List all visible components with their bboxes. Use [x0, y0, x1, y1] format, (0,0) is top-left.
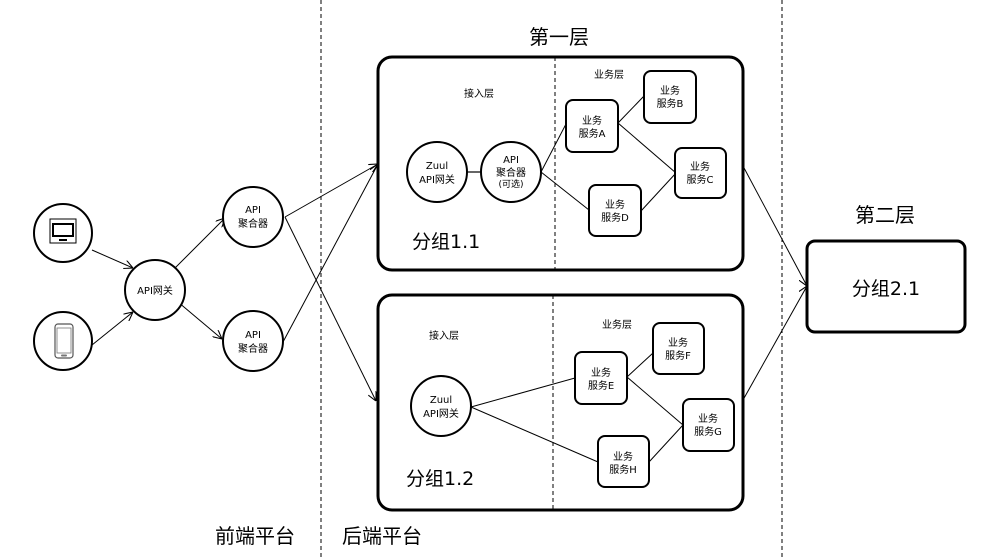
edge-group12-group21 [742, 286, 807, 401]
zuul-gateway: Zuul API网关 [410, 375, 472, 437]
aggregator-label: API [503, 155, 519, 166]
service-label: 服务C [687, 173, 714, 186]
service-g: 业务 服务G [682, 398, 735, 452]
service-label: 业务 [660, 84, 680, 97]
backend-platform-label: 后端平台 [342, 524, 422, 548]
access-layer-label: 接入层 [429, 329, 459, 342]
aggregator-label: 聚合器 [238, 217, 268, 230]
service-label: 业务 [690, 160, 710, 173]
front-aggregator-2: API 聚合器 [222, 310, 284, 372]
service-label: 业务 [668, 336, 688, 349]
service-e: 业务 服务E [574, 351, 628, 405]
client-mobile [33, 311, 93, 371]
layer1-title: 第一层 [529, 25, 589, 49]
zuul-label: API网关 [423, 407, 459, 420]
edge-agg1-group12 [284, 216, 376, 401]
zuul-label: Zuul [426, 161, 448, 172]
service-label: 服务H [609, 463, 637, 476]
edge-agg1-group11 [284, 164, 378, 218]
zuul-label: API网关 [419, 173, 455, 186]
phone-icon [54, 323, 74, 359]
service-label: 业务 [591, 366, 611, 379]
service-f: 业务 服务F [652, 322, 705, 375]
client-desktop [33, 203, 93, 263]
zuul-gateway: Zuul API网关 [406, 141, 468, 203]
gateway-label: API网关 [137, 284, 173, 297]
service-label: 服务A [579, 127, 606, 140]
service-label: 服务D [601, 211, 629, 224]
group-label: 分组1.2 [406, 468, 474, 490]
service-c: 业务 服务C [674, 147, 727, 199]
service-label: 业务 [605, 198, 625, 211]
front-api-gateway: API网关 [124, 259, 186, 321]
layer2-title: 第二层 [855, 203, 915, 227]
edge-mobile-gateway [91, 312, 133, 346]
service-label: 服务E [588, 379, 614, 392]
monitor-icon [49, 218, 77, 244]
aggregator-label: 聚合器 [496, 166, 526, 179]
service-label: 服务F [665, 349, 691, 362]
group-label: 分组2.1 [852, 278, 920, 300]
frontend-platform-label: 前端平台 [215, 524, 295, 548]
business-layer-label: 业务层 [594, 68, 624, 81]
zuul-label: Zuul [430, 395, 452, 406]
service-label: 服务B [657, 97, 684, 110]
edge-gateway-agg2 [177, 301, 222, 339]
edge-agg2-group11 [282, 164, 378, 343]
front-aggregator-1: API 聚合器 [222, 186, 284, 248]
service-b: 业务 服务B [643, 70, 697, 124]
group-label: 分组1.1 [412, 231, 480, 253]
business-layer-label: 业务层 [602, 318, 632, 331]
optional-aggregator: API 聚合器 (可选) [480, 141, 542, 203]
service-a: 业务 服务A [565, 99, 619, 153]
group-1-2: 接入层 业务层 分组1.2 Zuul API网关 业务 服务E 业务 服务F 业… [376, 293, 745, 512]
edge-group11-group21 [742, 165, 807, 286]
edge-gateway-agg1 [174, 218, 225, 269]
service-label: 业务 [582, 114, 602, 127]
access-layer-label: 接入层 [464, 87, 494, 100]
service-label: 业务 [698, 412, 718, 425]
service-label: 业务 [613, 450, 633, 463]
edge-desktop-gateway [91, 249, 133, 268]
service-h: 业务 服务H [597, 435, 650, 488]
service-label: 服务G [694, 425, 722, 438]
aggregator-label: API [245, 205, 261, 216]
group-1-1: 接入层 业务层 分组1.1 Zuul API网关 API 聚合器 (可选) 业务… [376, 55, 745, 272]
aggregator-label: API [245, 330, 261, 341]
group-2-1: 分组2.1 [805, 239, 967, 334]
service-d: 业务 服务D [588, 184, 642, 237]
aggregator-label: 聚合器 [238, 342, 268, 355]
optional-note: (可选) [498, 178, 523, 190]
